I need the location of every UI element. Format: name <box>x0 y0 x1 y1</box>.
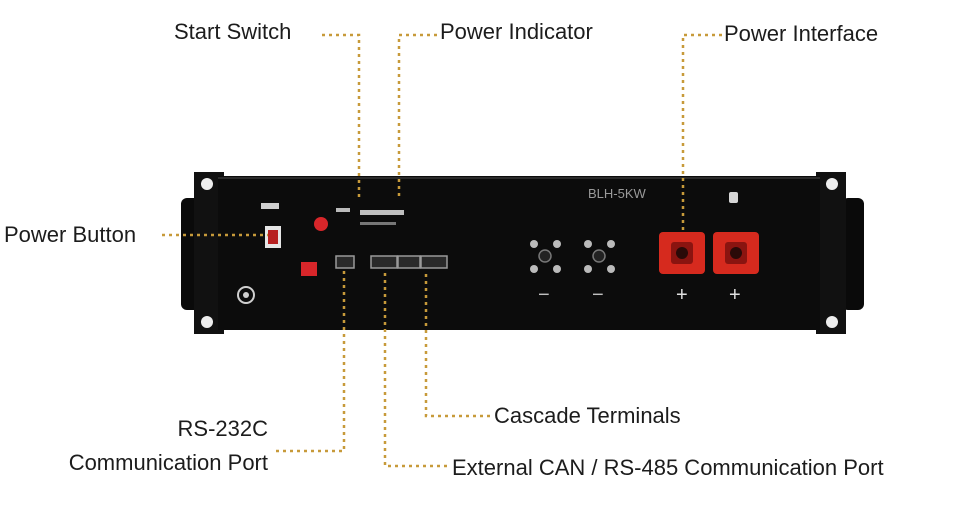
power-indicator-label: Power Indicator <box>440 19 593 44</box>
rs232-port <box>335 255 355 269</box>
ground-screw <box>237 286 255 304</box>
can-rs485-port <box>370 255 398 269</box>
positive-terminal-2 <box>713 232 759 274</box>
rs232-label-line2: Communication Port <box>68 450 268 475</box>
minus-sign-2: − <box>592 284 604 306</box>
leader-cascade <box>424 270 490 418</box>
info-icon <box>729 192 738 203</box>
power-interface-label: Power Interface <box>724 21 879 46</box>
red-switch <box>301 262 317 276</box>
cascade-port-2 <box>420 255 448 269</box>
right-handle <box>842 198 864 310</box>
leader-rs232 <box>276 270 346 453</box>
external-can-label: External CAN / RS-485 Communication Port <box>452 455 884 480</box>
leader-start-switch <box>322 33 361 198</box>
leader-power-indicator <box>397 33 437 198</box>
plus-sign-1: + <box>676 284 688 306</box>
rs232-label-line1: RS-232C <box>177 416 268 441</box>
start-switch-label: Start Switch <box>174 19 292 44</box>
negative-terminal-1 <box>530 240 561 273</box>
power-button-label: Power Button <box>4 222 137 247</box>
minus-sign-1: − <box>538 284 550 306</box>
power-indicator <box>360 210 404 215</box>
cascade-port-1 <box>397 255 421 269</box>
cascade-terminals-label: Cascade Terminals <box>494 403 681 428</box>
right-rack-ear <box>816 172 846 334</box>
positive-terminal-1 <box>659 232 705 274</box>
model-label: BLH-5KW <box>588 186 646 201</box>
leader-power-interface <box>681 33 722 230</box>
negative-terminal-2 <box>584 240 615 273</box>
plus-sign-2: + <box>729 284 741 306</box>
start-switch <box>314 217 328 231</box>
leader-lines <box>162 33 722 468</box>
